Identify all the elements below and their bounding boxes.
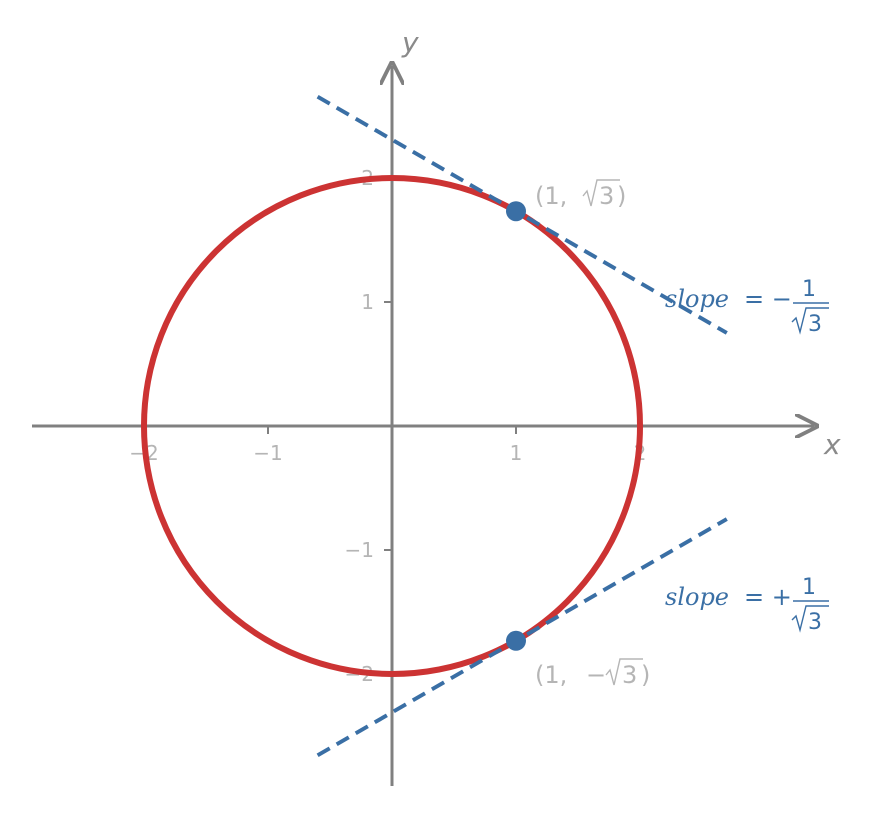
slope-numerator: 1 xyxy=(802,575,816,600)
sqrt-sign xyxy=(791,307,829,335)
point-label-value: 3 xyxy=(599,182,614,210)
point-label-value: 3 xyxy=(622,661,637,689)
slope-word: slope xyxy=(665,583,729,611)
tangent-line-upper xyxy=(316,94,728,335)
tangent-point-upper xyxy=(506,201,526,222)
slope-word: slope xyxy=(665,285,729,313)
point-label-lower: (1, − 3 ) xyxy=(535,658,650,689)
y-axis-label: y xyxy=(401,26,419,59)
point-label-upper: (1, 3 ) xyxy=(535,179,626,210)
circle-curve xyxy=(141,175,643,677)
y-tick-label: −1 xyxy=(345,538,374,562)
svg-text:(1,: (1, xyxy=(535,182,567,210)
x-tick-label: −1 xyxy=(253,441,282,465)
x-axis-label: x xyxy=(823,428,841,461)
slope-sign: = − xyxy=(744,285,792,313)
slope-denominator: 3 xyxy=(808,312,822,337)
point-label-close: ) xyxy=(617,182,626,210)
y-tick-label: 1 xyxy=(361,290,374,314)
point-label-open: (1, xyxy=(535,182,567,210)
sqrt-sign xyxy=(791,605,829,633)
point-label-open: (1, xyxy=(535,661,567,689)
slope-denominator: 3 xyxy=(808,610,822,635)
point-label-minus: − xyxy=(586,661,606,689)
slope-label-upper: slope = − 1 3 xyxy=(665,277,829,337)
sqrt-sign xyxy=(582,179,620,207)
x-tick-label: 1 xyxy=(510,441,523,465)
slope-numerator: 1 xyxy=(802,277,816,302)
tangent-line-lower xyxy=(316,517,728,758)
slope-sign: = + xyxy=(744,583,792,611)
slope-label-lower: slope = + 1 3 xyxy=(665,575,829,635)
sqrt-sign xyxy=(605,658,643,686)
tangent-point-lower xyxy=(506,630,526,651)
point-label-close: ) xyxy=(641,661,650,689)
